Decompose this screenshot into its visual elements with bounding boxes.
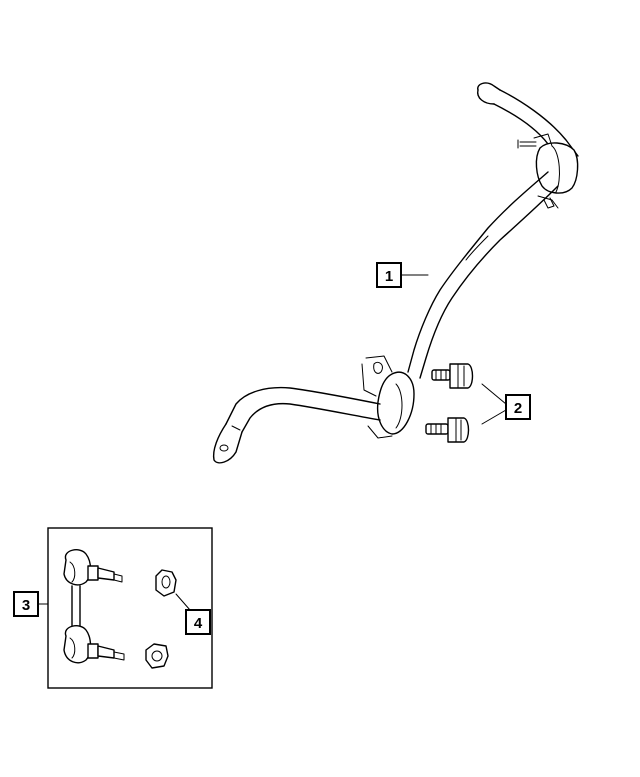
callout-4-label: 4 <box>194 615 203 632</box>
nut-icon <box>145 569 177 669</box>
bolt-icon <box>425 363 474 443</box>
stabilizer-link-icon <box>63 549 125 664</box>
link-kit-inset-box <box>47 527 213 689</box>
callout-1: 1 <box>376 262 429 288</box>
callout-2-label: 2 <box>514 400 522 417</box>
callout-2: 2 <box>481 383 531 425</box>
callout-3: 3 <box>13 591 49 617</box>
callout-3-label: 3 <box>22 597 30 614</box>
callout-4: 4 <box>175 593 211 635</box>
stabilizer-bar-icon <box>212 82 579 464</box>
callout-1-label: 1 <box>385 268 393 285</box>
